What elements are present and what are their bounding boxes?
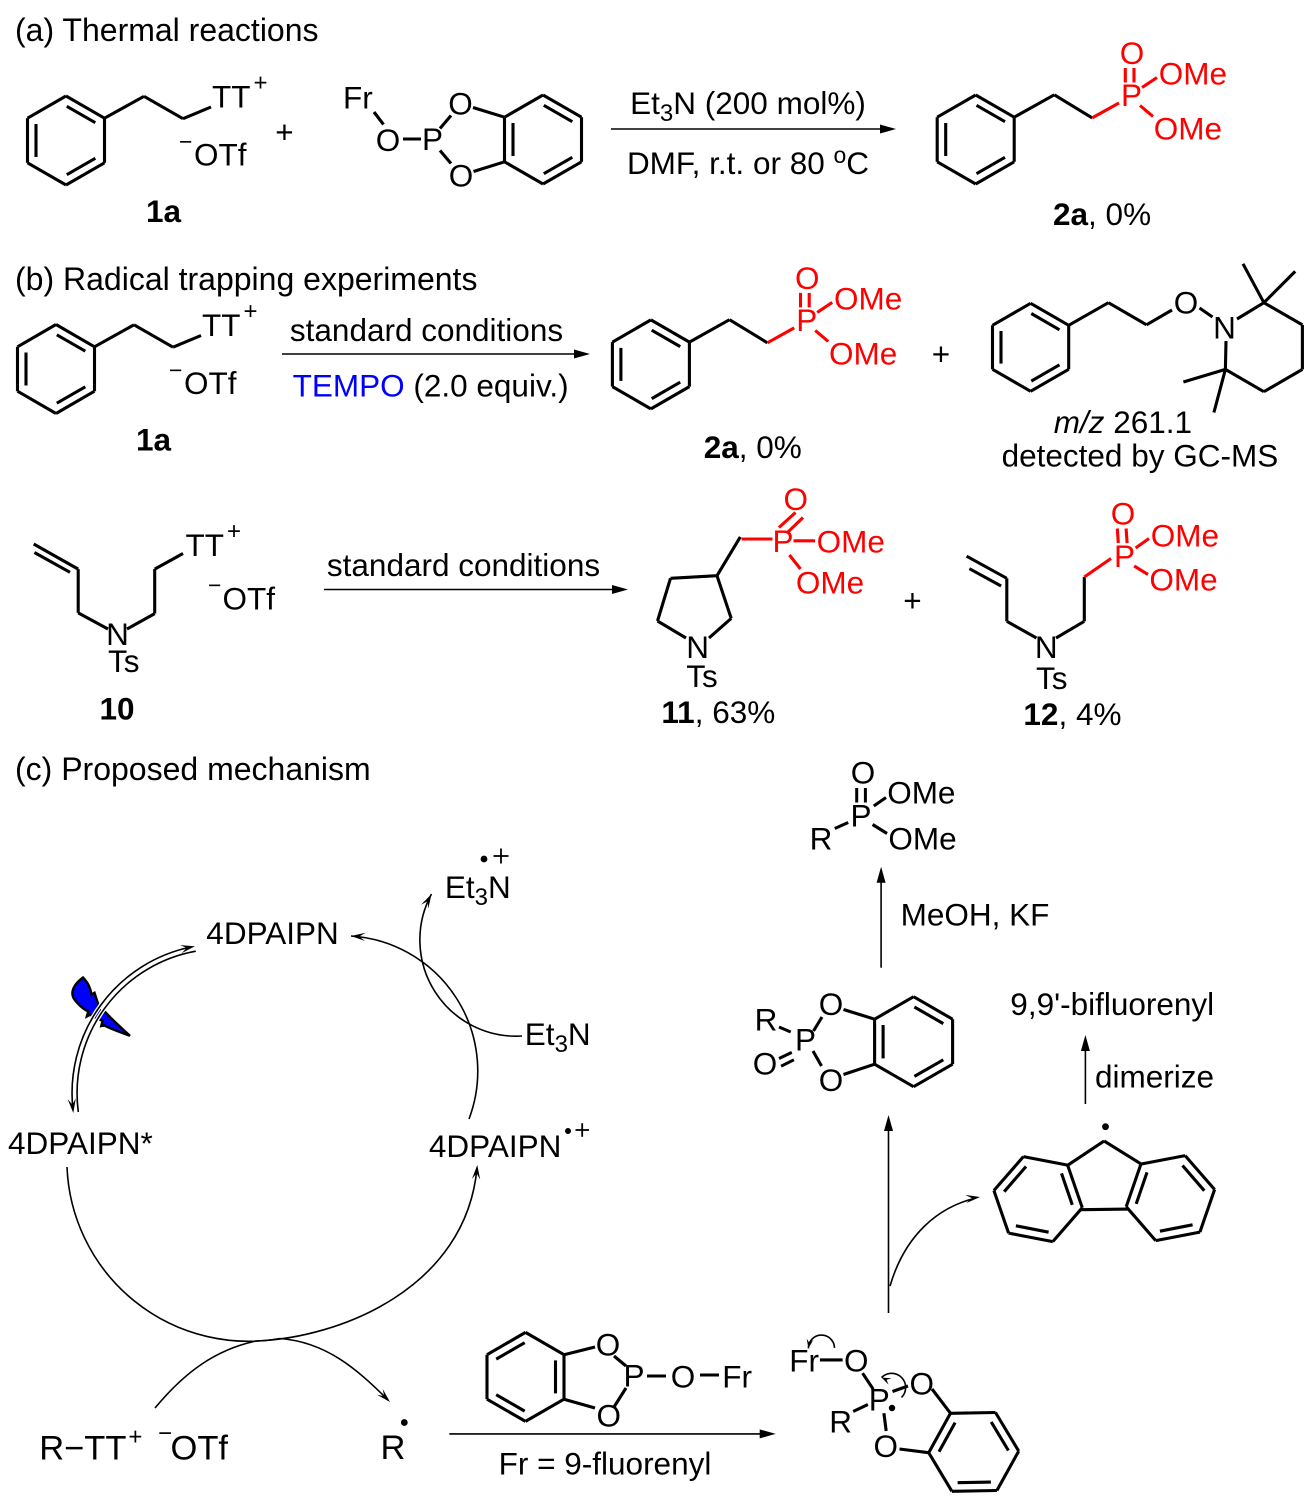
svg-text:11, 63%: 11, 63% — [661, 694, 775, 730]
svg-text:9,9'-bifluorenyl: 9,9'-bifluorenyl — [1010, 986, 1214, 1022]
svg-text:P: P — [1114, 538, 1135, 574]
svg-text:−: − — [169, 357, 182, 383]
svg-text:(c) Proposed mechanism: (c) Proposed mechanism — [15, 751, 371, 787]
svg-text:OMe: OMe — [1151, 518, 1219, 554]
svg-text:O: O — [1120, 35, 1145, 71]
svg-text:Et3N (200 mol%): Et3N (200 mol%) — [630, 85, 866, 127]
svg-text:P: P — [623, 1358, 644, 1394]
svg-text:4DPAIPN: 4DPAIPN — [206, 915, 338, 951]
svg-text:Ts: Ts — [108, 643, 140, 679]
svg-text:OMe: OMe — [888, 821, 956, 857]
svg-text:Fr: Fr — [722, 1359, 752, 1395]
svg-text:−: − — [179, 129, 192, 155]
svg-text:dimerize: dimerize — [1095, 1059, 1214, 1095]
svg-text:TEMPO (2.0 equiv.): TEMPO (2.0 equiv.) — [293, 368, 569, 404]
svg-text:OMe: OMe — [834, 280, 902, 316]
svg-text:MeOH, KF: MeOH, KF — [901, 897, 1050, 933]
svg-text:2a, 0%: 2a, 0% — [1053, 196, 1151, 232]
svg-text:1a: 1a — [146, 193, 182, 229]
svg-text:P: P — [796, 302, 817, 338]
svg-text:O: O — [844, 1343, 869, 1379]
svg-text:Et3N: Et3N — [525, 1016, 591, 1058]
svg-text:OTf: OTf — [194, 137, 247, 173]
svg-text:Ts: Ts — [1036, 660, 1068, 696]
svg-text:OMe: OMe — [1159, 56, 1227, 92]
svg-text:R: R — [810, 821, 833, 857]
svg-text:Fr: Fr — [343, 80, 373, 116]
svg-text:OTf: OTf — [171, 1430, 229, 1468]
svg-text:2a, 0%: 2a, 0% — [704, 429, 802, 465]
svg-text:N: N — [106, 616, 129, 652]
svg-text:R−TT+: R−TT+ — [39, 1424, 142, 1468]
svg-text:O: O — [874, 1428, 899, 1464]
svg-text:OMe: OMe — [887, 775, 955, 811]
svg-text:P: P — [795, 1022, 816, 1058]
svg-text:O: O — [1111, 496, 1136, 532]
svg-text:OMe: OMe — [796, 565, 864, 601]
svg-text:(b) Radical trapping experimen: (b) Radical trapping experiments — [15, 261, 477, 297]
svg-text:R: R — [829, 1404, 852, 1440]
svg-text:O: O — [819, 986, 844, 1022]
svg-text:N: N — [1213, 310, 1236, 346]
svg-text:OMe: OMe — [817, 524, 885, 560]
svg-text:OMe: OMe — [829, 335, 897, 371]
svg-text:O: O — [851, 755, 876, 791]
svg-text:1a: 1a — [136, 422, 172, 458]
svg-text:OMe: OMe — [1149, 562, 1217, 598]
svg-text:R: R — [381, 1429, 406, 1467]
svg-text:−: − — [208, 572, 221, 598]
svg-text:+: + — [275, 114, 293, 150]
svg-text:O: O — [376, 122, 401, 158]
svg-text:+: + — [932, 336, 950, 372]
svg-text:m/z 261.1: m/z 261.1 — [1054, 404, 1192, 440]
svg-text:TT+: TT+ — [212, 70, 268, 115]
svg-text:OTf: OTf — [223, 581, 276, 617]
svg-text:Ts: Ts — [686, 658, 718, 694]
svg-text:O: O — [795, 260, 820, 296]
svg-text:Et3N: Et3N — [445, 869, 511, 911]
svg-text:O: O — [910, 1366, 935, 1402]
svg-text:OMe: OMe — [1154, 111, 1222, 147]
svg-text:12, 4%: 12, 4% — [1023, 696, 1121, 732]
svg-text:O: O — [819, 1062, 844, 1098]
svg-text:4DPAIPN: 4DPAIPN — [429, 1128, 561, 1164]
svg-text:O: O — [784, 481, 809, 517]
svg-text:OTf: OTf — [184, 365, 237, 401]
svg-text:DMF, r.t. or 80 oC: DMF, r.t. or 80 oC — [627, 142, 869, 181]
svg-text:Fr: Fr — [789, 1343, 819, 1379]
svg-text:standard conditions: standard conditions — [290, 312, 563, 348]
svg-text:detected by GC-MS: detected by GC-MS — [1002, 438, 1279, 474]
svg-text:O: O — [753, 1046, 778, 1082]
svg-text:O: O — [671, 1359, 696, 1395]
svg-text:O: O — [1174, 285, 1199, 321]
svg-text:P: P — [850, 798, 871, 834]
svg-text:N: N — [1035, 629, 1058, 665]
svg-text:P: P — [422, 121, 443, 157]
svg-text:O: O — [448, 86, 473, 122]
svg-text:P: P — [869, 1382, 890, 1418]
svg-text:R: R — [755, 1002, 778, 1038]
svg-text:N: N — [686, 629, 709, 665]
svg-text:O: O — [449, 158, 474, 194]
svg-text:−: − — [158, 1420, 172, 1447]
svg-text:+: + — [903, 583, 921, 619]
svg-text:Fr = 9-fluorenyl: Fr = 9-fluorenyl — [499, 1446, 712, 1482]
svg-text:P: P — [1121, 77, 1142, 113]
svg-text:(a) Thermal reactions: (a) Thermal reactions — [15, 12, 319, 48]
svg-text:TT+: TT+ — [186, 518, 242, 563]
svg-text:10: 10 — [99, 691, 134, 727]
svg-text:standard conditions: standard conditions — [327, 547, 600, 583]
svg-text:TT+: TT+ — [202, 298, 258, 343]
svg-text:4DPAIPN*: 4DPAIPN* — [8, 1125, 153, 1161]
